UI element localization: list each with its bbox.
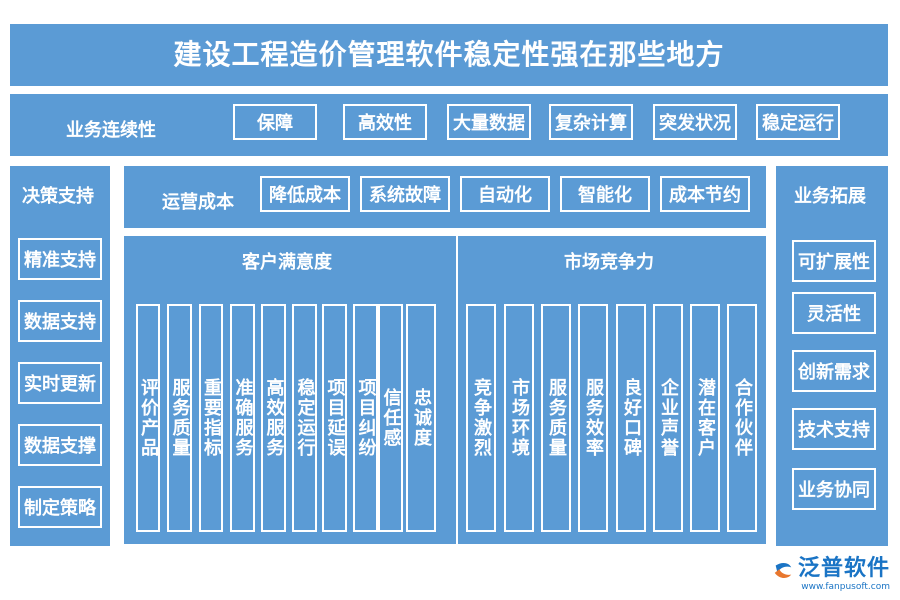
competitiveness-panel: 市场竞争力 竞争激烈 市场环境 服务质量 服务效率 良好口碑 企业声誉 潜在客户… [458,236,766,544]
competitiveness-item: 竞争激烈 [466,304,496,532]
satisfaction-item: 忠诚度 [406,304,436,532]
satisfaction-item: 稳定运行 [292,304,317,532]
continuity-item: 复杂计算 [549,104,633,140]
left-item: 实时更新 [18,362,102,404]
right-item: 可扩展性 [792,240,876,282]
cost-item: 成本节约 [660,176,750,212]
continuity-item: 大量数据 [447,104,531,140]
cost-label: 运营成本 [162,192,234,213]
continuity-item: 稳定运行 [756,104,840,140]
left-item: 制定策略 [18,486,102,528]
competitiveness-item: 市场环境 [504,304,534,532]
right-item: 技术支持 [792,408,876,450]
satisfaction-item: 项目延误 [322,304,347,532]
left-label: 决策支持 [22,186,94,207]
competitiveness-item: 企业声誉 [653,304,683,532]
right-label: 业务拓展 [794,186,866,207]
page-title: 建设工程造价管理软件稳定性强在那些地方 [173,38,725,71]
left-item: 数据支撑 [18,424,102,466]
brand-logo: 泛普软件 www.fanpusoft.com [772,550,890,592]
continuity-panel: 业务连续性 保障 高效性 大量数据 复杂计算 突发状况 稳定运行 [10,94,888,156]
continuity-item: 突发状况 [653,104,737,140]
title-panel: 建设工程造价管理软件稳定性强在那些地方 [10,24,888,86]
satisfaction-item: 重要指标 [199,304,223,532]
right-item: 业务协同 [792,468,876,510]
competitiveness-item: 良好口碑 [616,304,646,532]
satisfaction-item: 高效服务 [261,304,286,532]
left-item: 数据支持 [18,300,102,342]
cost-item: 智能化 [560,176,650,212]
cost-item: 降低成本 [260,176,350,212]
continuity-item: 高效性 [343,104,427,140]
right-panel: 业务拓展 可扩展性 灵活性 创新需求 技术支持 业务协同 [776,166,888,546]
competitiveness-item: 服务效率 [578,304,608,532]
fanpu-logo-icon [774,562,792,578]
right-item: 灵活性 [792,292,876,334]
cost-item: 系统故障 [360,176,450,212]
right-item: 创新需求 [792,350,876,392]
competitiveness-label: 市场竞争力 [564,252,654,273]
brand-url: www.fanpusoft.com [801,582,890,592]
left-item: 精准支持 [18,238,102,280]
competitiveness-item: 潜在客户 [690,304,720,532]
satisfaction-item: 服务质量 [167,304,192,532]
satisfaction-label: 客户满意度 [242,252,332,273]
cost-item: 自动化 [460,176,550,212]
satisfaction-item: 评价产品 [136,304,160,532]
left-panel: 决策支持 精准支持 数据支持 实时更新 数据支撑 制定策略 [10,166,110,546]
cost-panel: 运营成本 降低成本 系统故障 自动化 智能化 成本节约 [124,166,766,228]
continuity-label: 业务连续性 [66,120,156,141]
competitiveness-item: 服务质量 [541,304,571,532]
satisfaction-item: 准确服务 [230,304,255,532]
satisfaction-panel: 客户满意度 评价产品 服务质量 重要指标 准确服务 高效服务 稳定运行 项目延误… [124,236,456,544]
competitiveness-item: 合作伙伴 [727,304,757,532]
satisfaction-item: 项目纠纷 [353,304,378,532]
brand-name: 泛普软件 [797,556,890,581]
satisfaction-item: 信任感 [378,304,403,532]
continuity-item: 保障 [233,104,317,140]
